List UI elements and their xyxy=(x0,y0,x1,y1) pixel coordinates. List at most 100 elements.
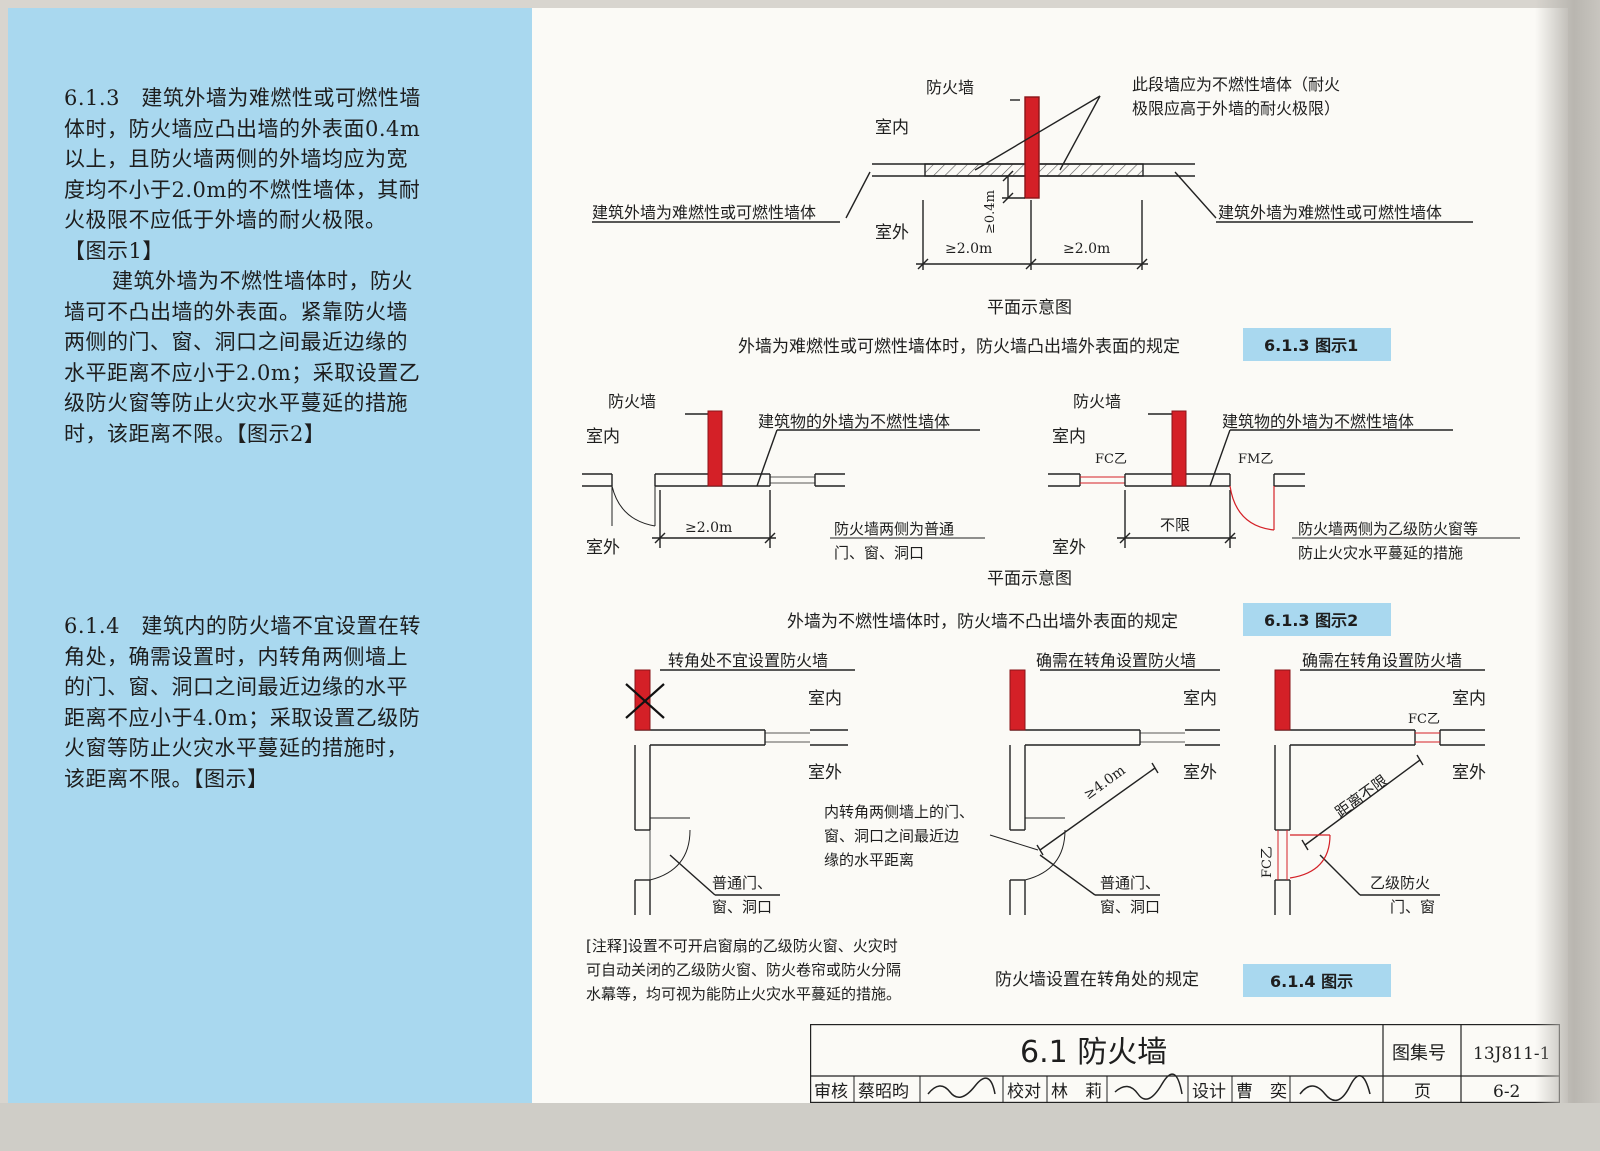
label-outdoor: 室外 xyxy=(875,223,909,243)
label-wall: 建筑物的外墙为不燃性墙体 xyxy=(758,412,950,431)
dim-label: ≥2.0m xyxy=(685,520,732,536)
leader-line xyxy=(1174,171,1217,219)
clause-line: 建筑外墙为不燃性墙体时，防火 xyxy=(112,269,413,293)
page-label: 页 xyxy=(1414,1082,1431,1102)
clause-line: 水平距离不应小于2.0m；采取设置乙 xyxy=(64,360,421,385)
label-title: 确需在转角设置防火墙 xyxy=(1036,651,1196,670)
figure-3c xyxy=(1274,669,1485,915)
dim-tick xyxy=(1002,192,1014,204)
figure-badge-label: 6.1.4 图示 xyxy=(1270,972,1353,991)
clause-line: 的门、窗、洞口之间最近边缘的水平 xyxy=(64,675,408,699)
dim-tick xyxy=(1025,258,1037,270)
clause-line: 该距离不限。【图示】 xyxy=(64,766,269,791)
clause-line: 距离不应小于4.0m；采取设置乙级防 xyxy=(64,705,421,730)
clause-6-1-4: 6.1.4 建筑内的防火墙不宜设置在转 角处，确需设置时，内转角两侧墙上 的门、… xyxy=(64,611,474,794)
note: 门、窗 xyxy=(1390,898,1435,916)
cross-icon xyxy=(625,683,665,719)
clause-6-1-3: 6.1.3 建筑外墙为难燃性或可燃性墙 体时，防火墙应凸出墙的外表面0.4m 以… xyxy=(64,83,474,449)
fire-door-swing xyxy=(1229,485,1275,531)
clause-line: 火窗等防止火灾水平蔓延的措施时， xyxy=(64,736,408,760)
title-block: 6.1 防火墙 图集号 13J811-1 审核 蔡昭昀 校对 林 莉 设计 曹 … xyxy=(810,1024,1560,1103)
dim-label: 距离不限 xyxy=(1332,771,1391,821)
callout: 缘的水平距离 xyxy=(824,851,914,869)
label-title: 确需在转角设置防火墙 xyxy=(1302,651,1462,670)
callout: 内转角两侧墙上的门、 xyxy=(824,803,974,821)
note: 防止火灾水平蔓延的措施 xyxy=(1298,544,1463,562)
note: 普通门、 xyxy=(1100,874,1160,892)
figure-badge xyxy=(1243,328,1391,361)
leader-line xyxy=(974,95,1101,171)
dim-tick xyxy=(917,258,929,270)
clause-figure-ref: 【图示1】 xyxy=(64,238,164,263)
signature-icon xyxy=(1299,1075,1371,1102)
label-firewall: 防火墙 xyxy=(1073,392,1121,411)
clause-line: 度均不小于2.0m的不燃性墙体，其耐 xyxy=(64,177,421,202)
label-indoor: 室内 xyxy=(586,427,620,447)
clause-line: 体时，防火墙应凸出墙的外表面0.4m xyxy=(64,116,421,141)
firewall xyxy=(1009,669,1026,731)
annotation: [注释]设置不可开启窗扇的乙级防火窗、火灾时 xyxy=(586,937,898,955)
label-outdoor: 室外 xyxy=(808,763,842,783)
figure-badge-label: 6.1.3 图示1 xyxy=(1264,336,1358,355)
plan-label: 平面示意图 xyxy=(987,569,1072,589)
label-outdoor: 室外 xyxy=(1183,763,1217,783)
callout: 窗、洞口之间最近边 xyxy=(824,827,959,845)
annotation: 水幕等，均可视为能防止火灾水平蔓延的措施。 xyxy=(586,985,901,1003)
scan-bottom-band xyxy=(0,1103,1600,1151)
plan-label: 平面示意图 xyxy=(987,298,1072,318)
firewall xyxy=(707,410,723,487)
firewall xyxy=(1024,96,1040,199)
label-firewall: 防火墙 xyxy=(608,392,656,411)
page-title: 6.1 防火墙 xyxy=(1020,1035,1167,1070)
figure-1 xyxy=(592,95,1473,270)
figure-caption: 外墙为难燃性或可燃性墙体时，防火墙凸出墙外表面的规定 xyxy=(738,337,1180,357)
label-note: 极限应高于外墙的耐火极限） xyxy=(1132,99,1340,118)
clause-line: 墙可不凸出墙的外表面。紧靠防火墙 xyxy=(64,299,408,324)
clause-line: 时，该距离不限。【图示2】 xyxy=(64,421,326,446)
clause-line: 火极限不应低于外墙的耐火极限。 xyxy=(64,208,387,232)
label-firewall: 防火墙 xyxy=(926,78,974,97)
dim-protrude-label: ≥0.4m xyxy=(983,190,998,234)
text-panel xyxy=(8,8,532,1103)
dim-right-label: ≥2.0m xyxy=(1063,241,1110,257)
figure-badge xyxy=(1243,603,1391,636)
label-fc: FC乙 xyxy=(1260,846,1275,878)
design-label: 设计 xyxy=(1192,1082,1226,1102)
atlas-number: 13J811-1 xyxy=(1473,1044,1550,1064)
clause-line: 6.1.4 建筑内的防火墙不宜设置在转 xyxy=(64,614,421,638)
clause-line: 以上，且防火墙两侧的外墙均应为宽 xyxy=(64,147,408,171)
note: 普通门、 xyxy=(712,874,772,892)
review-label: 审核 xyxy=(814,1082,848,1102)
label-left-wall: 建筑外墙为难燃性或可燃性墙体 xyxy=(592,203,816,222)
dim-left-label: ≥2.0m xyxy=(945,241,992,257)
leader-line xyxy=(845,171,871,219)
signature-icon xyxy=(927,1077,996,1098)
label-note: 此段墙应为不燃性墙体（耐火 xyxy=(1132,75,1340,94)
label-indoor: 室内 xyxy=(875,118,909,138)
check-label: 校对 xyxy=(1007,1082,1041,1102)
dim-label: 不限 xyxy=(1160,516,1190,534)
page-edge-shadow xyxy=(1535,0,1600,1151)
label-title: 转角处不宜设置防火墙 xyxy=(668,651,828,670)
label-wall: 建筑物的外墙为不燃性墙体 xyxy=(1222,412,1414,431)
figure-caption: 防火墙设置在转角处的规定 xyxy=(995,970,1199,990)
dim-tick xyxy=(1002,170,1014,182)
label-outdoor: 室外 xyxy=(1452,763,1486,783)
page-number: 6-2 xyxy=(1493,1082,1520,1102)
annotation: 可自动关闭的乙级防火窗、防火卷帘或防火分隔 xyxy=(586,961,901,979)
check-name: 林 莉 xyxy=(1051,1082,1102,1102)
label-indoor: 室内 xyxy=(808,689,842,709)
label-fc: FC乙 xyxy=(1095,452,1127,467)
dim-label: ≥4.0m xyxy=(1081,763,1129,804)
fire-door-swing xyxy=(1289,834,1331,879)
label-indoor: 室内 xyxy=(1452,689,1486,709)
firewall xyxy=(1171,410,1187,487)
label-outdoor: 室外 xyxy=(1052,538,1086,558)
figure-3a xyxy=(634,669,855,915)
clause-line: 角处，确需设置时，内转角两侧墙上 xyxy=(64,644,408,669)
signature-icon xyxy=(1114,1073,1183,1100)
note: 门、窗、洞口 xyxy=(834,544,924,562)
figure-caption: 外墙为不燃性墙体时，防火墙不凸出墙外表面的规定 xyxy=(787,612,1178,632)
figure-badge xyxy=(1243,964,1391,997)
